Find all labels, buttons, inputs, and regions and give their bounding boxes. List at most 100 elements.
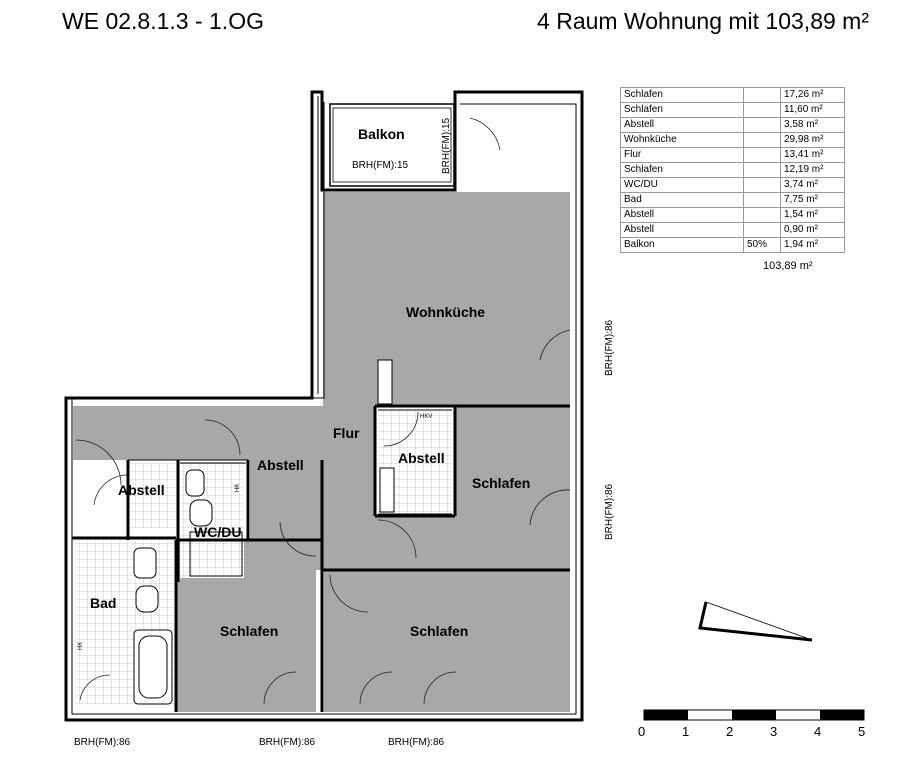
room-floors (73, 114, 570, 712)
label-wc-du: WC/DU (194, 524, 241, 540)
floor-abstell-left (130, 463, 175, 528)
door-east-2 (529, 489, 571, 526)
floor-balkon (334, 114, 450, 180)
window-bottom-2 (359, 671, 457, 705)
label-bad: Bad (90, 595, 116, 611)
room-name-cell: WC/DU (620, 177, 744, 193)
room-name-cell: Bad (620, 192, 744, 208)
brh-balkon-1: BRH(FM):15 (352, 160, 409, 171)
door-bottom-right (329, 574, 369, 613)
area-cell: 11,60 m² (780, 102, 845, 118)
brh-balkon-2: BRH(FM):15 (441, 117, 452, 174)
factor-cell (743, 147, 781, 163)
hk-label-1: HK (235, 484, 241, 492)
area-cell: 3,58 m² (780, 117, 845, 133)
area-table-body: Schlafen 17,26 m² Schlafen 11,60 m² Abstell 3… (620, 87, 845, 253)
area-cell: 3,74 m² (780, 177, 845, 193)
room-name-cell: Schlafen (620, 162, 744, 178)
room-name-cell: Abstell (620, 117, 744, 133)
floor-schlafen-bottom-right (324, 570, 570, 712)
label-wohnkueche: Wohnküche (406, 304, 485, 320)
brh-east-1: BRH(FM):86 (604, 319, 615, 376)
door-abstell-left (93, 474, 129, 506)
factor-cell (743, 177, 781, 193)
area-table: Schlafen 17,26 m² Schlafen 11,60 m² Abstell 3… (620, 87, 845, 253)
room-name-cell: Wohnküche (620, 132, 744, 148)
room-name-cell: Abstell (620, 222, 744, 238)
thin-walls (128, 409, 452, 515)
door-wc (204, 419, 241, 456)
shelf-flur (377, 359, 393, 405)
floor-schlafen-right (454, 406, 570, 570)
scale-tick-0: 0 (638, 724, 645, 739)
brh-east-2: BRH(FM):86 (604, 483, 615, 540)
bad-sink (133, 547, 157, 579)
shelf-abstell (379, 467, 395, 513)
label-flur: Flur (333, 425, 360, 441)
label-schlafen-bottom-left: Schlafen (220, 623, 278, 639)
area-table-row: Schlafen 11,60 m² (620, 102, 845, 118)
area-cell: 17,26 m² (780, 87, 845, 103)
area-table-row: Wohnküche 29,98 m² (620, 132, 845, 148)
area-table-row: Bad 7,75 m² (620, 192, 845, 208)
door-bad (75, 439, 122, 486)
wc-toilet (189, 499, 213, 527)
scale-bar: 0 1 2 3 4 5 (638, 709, 865, 739)
area-cell: 1,94 m² (780, 237, 845, 253)
room-name-cell: Schlafen (620, 102, 744, 118)
door-east-1 (539, 329, 571, 361)
unit-id: WE 02.8.1.3 - 1.OG (62, 8, 264, 34)
door-bottom-left (279, 521, 317, 557)
bad-toilet (135, 585, 159, 613)
factor-cell (743, 207, 781, 223)
area-cell: 13,41 m² (780, 147, 845, 163)
area-cell: 12,19 m² (780, 162, 845, 178)
factor-cell (743, 192, 781, 208)
bathtub-inner (138, 635, 168, 699)
label-schlafen-bottom-right: Schlafen (410, 623, 468, 639)
hk-label-2: HK (78, 642, 84, 650)
bathtub (133, 629, 173, 705)
factor-cell (743, 222, 781, 238)
door-abstell-right (383, 411, 419, 447)
floor-flur-abstell (250, 460, 316, 490)
room-name-cell: Balkon (620, 237, 744, 253)
floor-flur-lower (375, 516, 455, 570)
label-balkon: Balkon (358, 126, 405, 142)
area-table-row: Schlafen 12,19 m² (620, 162, 845, 178)
area-cell: 7,75 m² (780, 192, 845, 208)
area-total: 103,89 m² (763, 260, 813, 272)
room-name-cell: Schlafen (620, 87, 744, 103)
factor-cell (743, 162, 781, 178)
window-bad (79, 674, 111, 701)
label-abstell-left: Abstell (118, 482, 165, 498)
balcony-frame (329, 103, 455, 187)
outer-wall-inner-line (71, 96, 577, 715)
floor-flur-top (73, 406, 375, 460)
label-schlafen-right: Schlafen (472, 475, 530, 491)
scale-tick-1: 1 (682, 724, 689, 739)
wc-sink (185, 469, 205, 497)
door-flur-right (377, 519, 417, 559)
brh-bottom-3: BRH(FM):86 (388, 737, 445, 748)
factor-cell: 50% (743, 237, 781, 253)
area-table-row: Abstell 3,58 m² (620, 117, 845, 133)
label-abstell-mid: Abstell (257, 457, 304, 473)
north-arrow-icon (698, 601, 813, 642)
factor-cell (743, 132, 781, 148)
area-table-row: WC/DU 3,74 m² (620, 177, 845, 193)
label-abstell-right: Abstell (398, 450, 445, 466)
shower (189, 531, 243, 577)
floor-wohnkueche (323, 192, 570, 406)
fixtures (133, 359, 395, 705)
room-name-cell: Abstell (620, 207, 744, 223)
scale-tick-3: 3 (770, 724, 777, 739)
brh-bottom-2: BRH(FM):86 (259, 737, 316, 748)
area-cell: 29,98 m² (780, 132, 845, 148)
factor-cell (743, 117, 781, 133)
brh-bottom-1: BRH(FM):86 (74, 737, 131, 748)
factor-cell (743, 102, 781, 118)
